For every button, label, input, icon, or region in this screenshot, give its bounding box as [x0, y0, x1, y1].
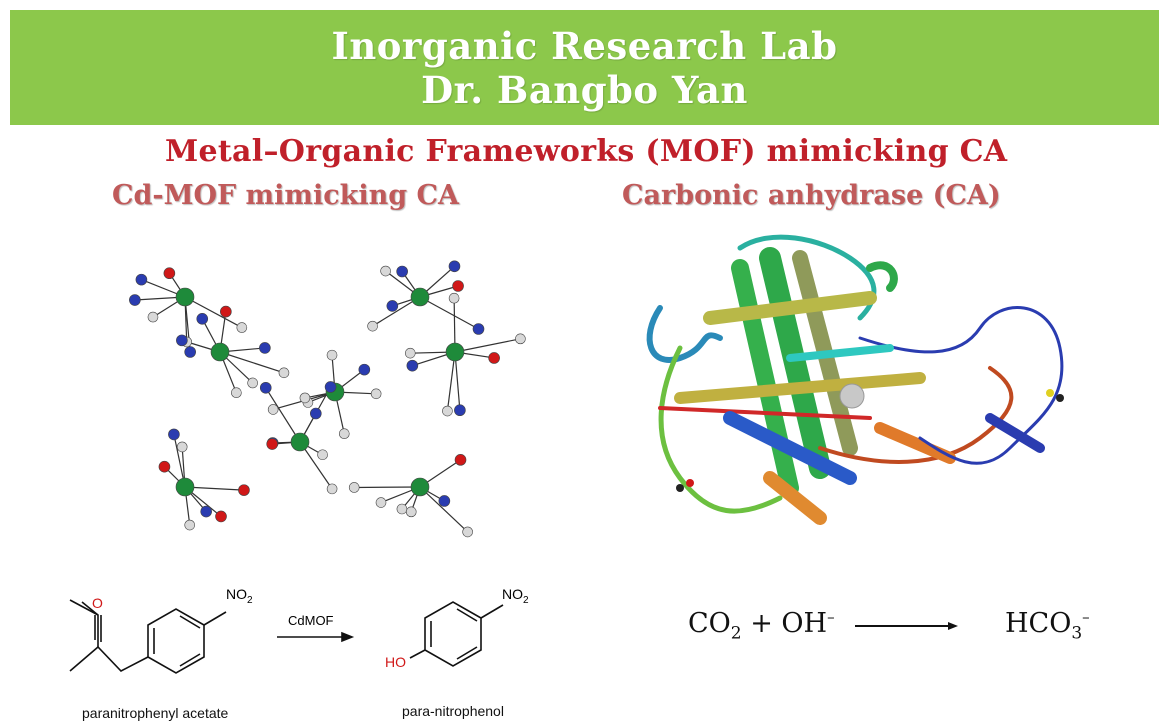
atom: [231, 387, 242, 398]
atom: [259, 381, 272, 394]
atom: [200, 505, 212, 518]
atom: [324, 381, 337, 393]
atom: [196, 313, 209, 325]
atom: [410, 477, 430, 497]
atom: [375, 497, 387, 508]
atom: [236, 322, 248, 333]
atom: [317, 449, 328, 461]
atom: [168, 428, 180, 441]
atom: [278, 367, 290, 379]
bond: [454, 338, 521, 353]
atom: [452, 280, 464, 292]
page-subtitle: Metal–Organic Frameworks (MOF) mimicking…: [165, 134, 1008, 169]
atom: [299, 392, 311, 404]
equation-arrow-icon: [855, 622, 958, 630]
lab-title: Inorganic Research Lab: [331, 24, 838, 68]
atom: [238, 484, 250, 496]
atom: [405, 506, 417, 518]
atom: [406, 359, 419, 372]
atom: [367, 320, 378, 332]
co2-equation-left: CO2 + OH–: [688, 608, 835, 644]
bond: [446, 351, 456, 412]
reactant-name: paranitrophenyl acetate: [82, 705, 229, 721]
atom: [448, 260, 461, 273]
lab-director: Dr. Bangbo Yan: [421, 68, 748, 112]
atom: [267, 404, 279, 415]
atom: [247, 377, 258, 389]
bond: [454, 351, 461, 411]
atom: [472, 323, 485, 335]
atom: [396, 265, 408, 278]
bond: [184, 296, 243, 329]
reaction-scheme: O NO2 CdMOF NO2 HO: [69, 586, 529, 674]
hydroxyl-label: HO: [385, 654, 406, 670]
bicarbonate-product: HCO3–: [1005, 608, 1090, 644]
carbonyl-oxygen-label: O: [92, 595, 103, 611]
atom: [259, 342, 271, 354]
atom: [488, 352, 500, 364]
atom: [448, 292, 460, 304]
product-nitro-label: NO2: [502, 586, 529, 606]
product-name: para-nitrophenol: [402, 703, 504, 719]
reactant-nitro-label: NO2: [226, 586, 253, 606]
atom: [158, 460, 171, 473]
bond: [184, 486, 244, 491]
atom: [147, 311, 159, 323]
atom: [215, 510, 227, 523]
atom: [175, 287, 195, 307]
atom: [442, 405, 453, 417]
atom: [220, 305, 232, 318]
atom: [404, 347, 416, 359]
atom: [266, 438, 278, 450]
bond: [265, 387, 301, 443]
header-banner: Inorganic Research Lab Dr. Bangbo Yan: [10, 10, 1159, 125]
atom: [410, 287, 430, 307]
atom: [210, 342, 230, 362]
left-panel-title: Cd-MOF mimicking CA: [112, 180, 459, 211]
bond: [219, 351, 285, 374]
atom: [386, 300, 399, 312]
atom: [175, 477, 195, 497]
bond: [299, 441, 333, 490]
atom: [348, 482, 360, 493]
atom: [326, 483, 338, 495]
atom: [358, 363, 371, 376]
atom: [445, 342, 465, 362]
atom: [515, 333, 526, 345]
atom: [454, 404, 466, 417]
carbonic-anhydrase-structure-image: [646, 234, 1064, 525]
atom: [370, 388, 382, 400]
bond: [419, 296, 479, 330]
atom: [396, 503, 408, 515]
cd-mof-structure-image: [129, 260, 526, 538]
atom: [176, 334, 188, 347]
atom: [380, 265, 391, 277]
atom: [338, 428, 350, 439]
atom: [309, 407, 322, 420]
atom: [454, 454, 467, 466]
atom: [129, 294, 141, 306]
right-panel-title: Carbonic anhydrase (CA): [622, 180, 1001, 211]
catalyst-label: CdMOF: [288, 613, 334, 628]
atom: [176, 441, 188, 453]
atom: [163, 267, 176, 280]
atom: [438, 495, 451, 507]
atom: [184, 346, 196, 358]
atom: [290, 432, 310, 452]
atom: [462, 526, 473, 538]
bond: [419, 486, 469, 533]
atom: [326, 349, 338, 361]
atom: [184, 519, 196, 531]
atom: [135, 273, 148, 286]
